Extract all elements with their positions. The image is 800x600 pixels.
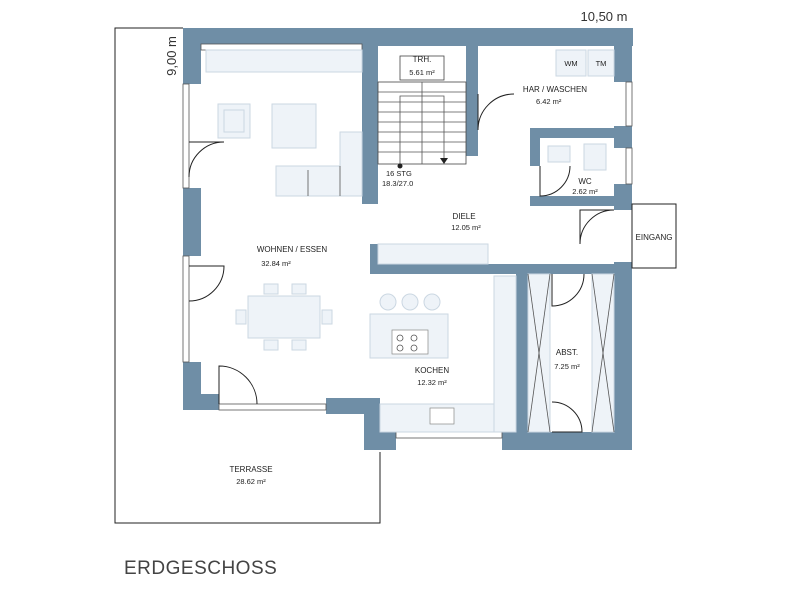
- abstell-name: ABST.: [556, 348, 578, 357]
- exterior-walls: [183, 28, 633, 450]
- kochen-area: 12.32 m²: [417, 378, 447, 387]
- wohnen-area: 32.84 m²: [261, 259, 291, 268]
- kochen-name: KOCHEN: [415, 366, 449, 375]
- entrance-label: EINGANG: [636, 233, 673, 242]
- diele-name: DIELE: [452, 212, 475, 221]
- entrance-canopy: [631, 203, 677, 269]
- utility-appliances: [547, 49, 615, 171]
- floor-title: ERDGESCHOSS: [124, 558, 277, 579]
- wc-name: WC: [578, 177, 592, 186]
- living-furniture: [205, 49, 363, 351]
- kitchen-furniture: [369, 243, 517, 433]
- windows: [182, 43, 633, 439]
- abstell-area: 7.25 m²: [554, 362, 580, 371]
- width-dimension: 10,50 m: [581, 9, 628, 24]
- terrace-outline: [114, 27, 381, 524]
- terrasse-name: TERRASSE: [229, 465, 272, 474]
- hwr-area: 6.42 m²: [536, 97, 562, 106]
- stair-ratio: 18.3/27.0: [382, 179, 413, 188]
- stair-area-box: [399, 55, 445, 81]
- staircase: [377, 81, 467, 169]
- storage-shelves: [527, 273, 615, 433]
- wc-area: 2.62 m²: [572, 187, 598, 196]
- depth-dimension: 9,00 m: [164, 36, 179, 76]
- interior-walls: [362, 46, 620, 450]
- wohnen-name: WOHNEN / ESSEN: [257, 245, 327, 254]
- stair-area: 5.61 m²: [409, 68, 435, 77]
- hwr-name: HAR / WASCHEN: [523, 85, 587, 94]
- stair-steps: 16 STG: [386, 169, 412, 178]
- terrasse-area: 28.62 m²: [236, 477, 266, 486]
- dryer-label: TM: [596, 59, 607, 68]
- diele-area: 12.05 m²: [451, 223, 481, 232]
- doors: [188, 93, 615, 433]
- stair-name: TRH.: [413, 55, 432, 64]
- washer-label: WM: [564, 59, 577, 68]
